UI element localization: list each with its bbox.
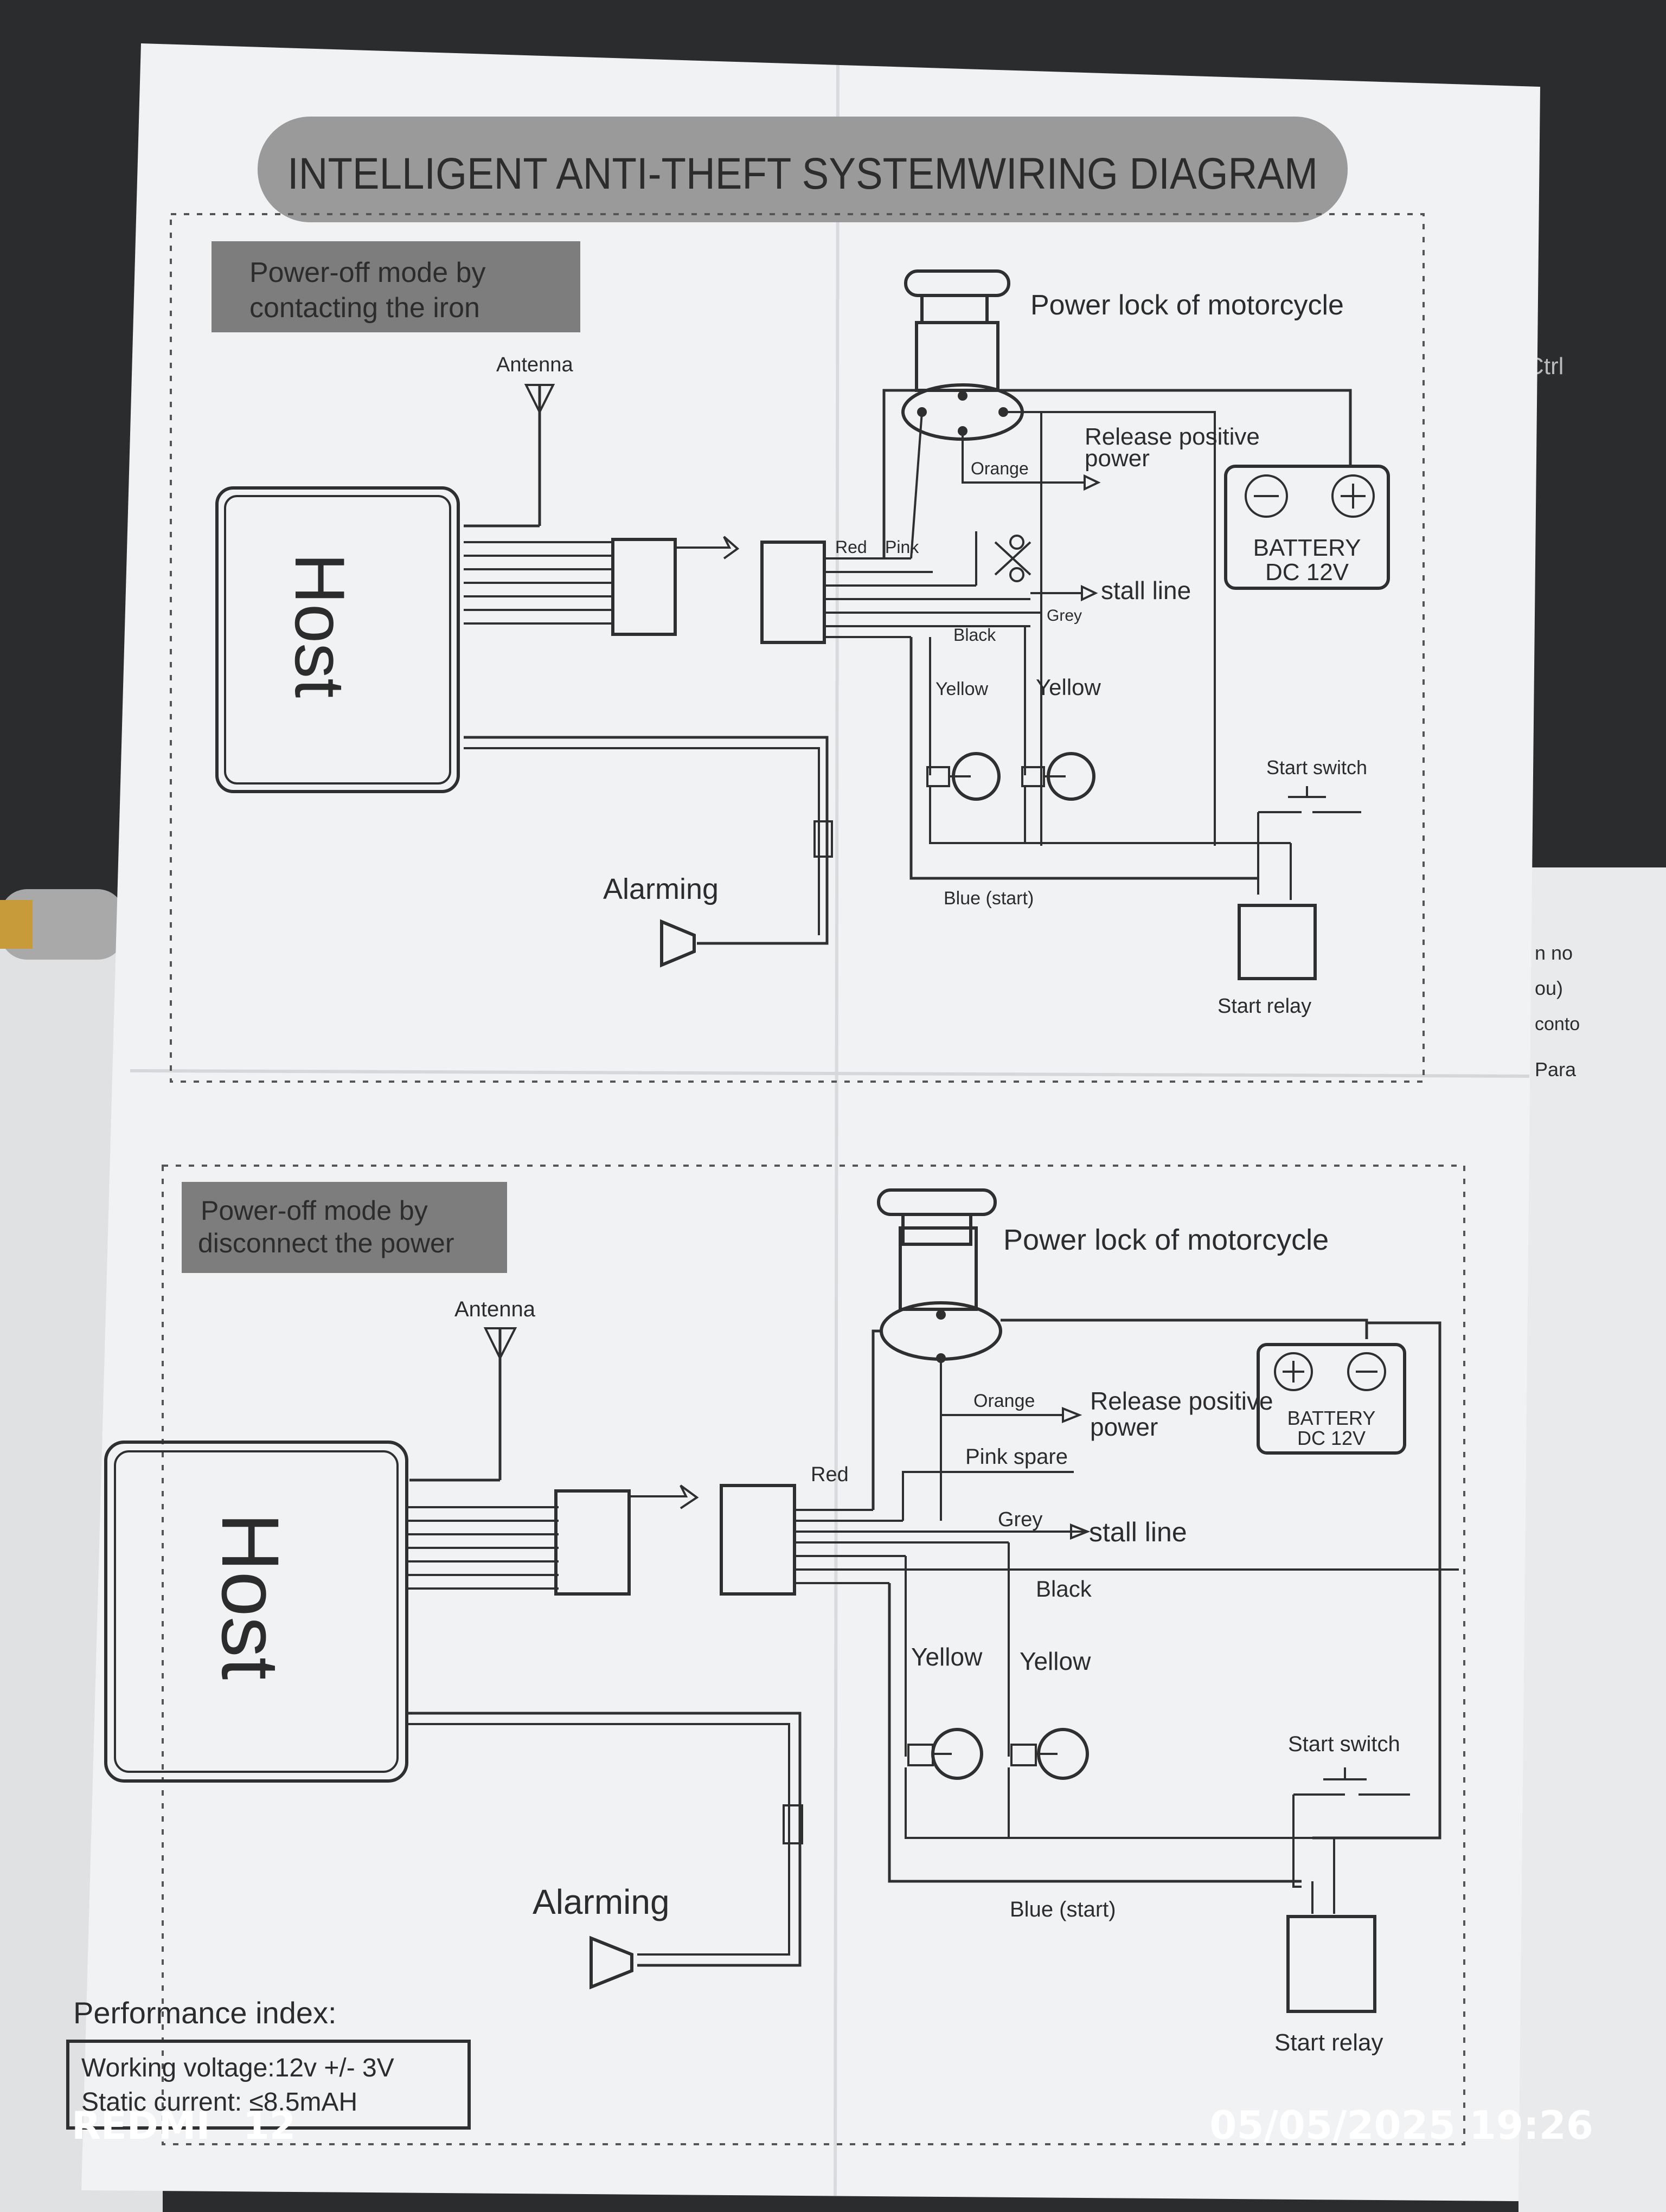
host-box-bottom: Host [104,1441,408,1783]
grey-label-top: Grey [1047,607,1082,625]
performance-title: Performance index: [73,1996,337,2030]
mode-label-box-top [212,241,580,332]
mode-label-bottom-line1: Power-off mode by [201,1195,428,1226]
mode-label-top-line1: Power-off mode by [249,257,485,288]
antenna-icon-bottom [409,1327,517,1482]
host-label-top: Host [280,553,360,698]
performance-current: Static current: ≤8.5mAH [81,2088,357,2117]
title-band: INTELLIGENT ANTI-THEFT SYSTEMWIRING DIAG… [258,117,1348,222]
turn-signal-lamp-right-top [1021,752,1095,801]
orange-label-top: Orange [971,459,1029,478]
release-label-bottom-line1: Release positive [1090,1387,1273,1415]
right-page-text-4: Para [1535,1058,1577,1081]
release-label-top-line2: power [1085,445,1150,472]
right-page-text-3: conto [1535,1014,1580,1034]
turn-signal-lamp-left-bottom [907,1728,983,1780]
start-relay-icon-top [1238,904,1317,980]
pink-spare-label-bottom: Pink spare [965,1445,1068,1469]
underlying-paper [1518,867,1666,2212]
power-lock-label-bottom: Power lock of motorcycle [1003,1224,1329,1256]
stall-line-label-bottom: stall line [1089,1517,1187,1547]
performance-box: Working voltage:12v +/- 3V Static curren… [66,2040,471,2130]
mode-label-top-line2: contacting the iron [249,292,480,324]
mode-label-box-bottom [182,1182,507,1273]
camera-watermark: REDMI 12 05/05/2025 19:26 [72,2102,1593,2148]
grey-label-bottom: Grey [998,1508,1042,1531]
orange-label-bottom: Orange [973,1391,1035,1411]
turn-signal-lamp-left-top [926,752,1001,801]
yellow-left-label-bottom: Yellow [911,1643,983,1671]
camera-timestamp: 05/05/2025 19:26 [1209,2102,1593,2148]
alarm-wire-top [464,736,829,945]
right-page-text-2: ou) [1535,977,1563,999]
red-label-bottom: Red [811,1463,849,1486]
antenna-label-top: Antenna [496,353,573,376]
start-relay-label-top: Start relay [1218,995,1311,1018]
pink-label-top: Pink [885,537,919,557]
battery-label-top-line2: DC 12V [1265,559,1349,586]
stall-line-label-top: stall line [1101,576,1191,605]
yellow-right-label-top: Yellow [1036,674,1101,700]
blue-label-bottom: Blue (start) [1010,1898,1116,1921]
release-label-bottom-line2: power [1090,1413,1158,1441]
fuse-top [813,820,833,858]
start-relay-label-bottom: Start relay [1274,2029,1383,2056]
yellow-right-label-bottom: Yellow [1020,1647,1091,1675]
host-box-top: Host [215,486,460,793]
paper-sheet [81,43,1540,2201]
start-switch-label-bottom: Start switch [1288,1732,1400,1756]
antenna-icon [464,384,555,528]
battery-label-bottom-line2: DC 12V [1297,1427,1366,1449]
antenna-label-bottom: Antenna [454,1297,536,1321]
power-lock-label-top: Power lock of motorcycle [1030,290,1344,321]
alarm-label-top: Alarming [603,873,719,905]
battery-label-bottom-line1: BATTERY [1287,1407,1376,1429]
cut-scissors-icon [994,535,1031,582]
diagram-bottom: Power-off mode by disconnect the power A… [66,1165,1465,2145]
host-label-bottom: Host [205,1513,296,1680]
start-switch-icon-top [1258,786,1361,813]
wire-bundle-top [464,536,1041,644]
start-relay-icon-bottom [1286,1915,1376,2013]
turn-signal-lamp-right-bottom [1010,1728,1089,1780]
battery-icon-top: BATTERY DC 12V [1224,465,1390,590]
battery-label-top-line1: BATTERY [1253,535,1361,561]
performance-voltage: Working voltage:12v +/- 3V [81,2054,394,2082]
right-page-text-1: n no [1535,942,1573,964]
mode-label-bottom-line2: disconnect the power [198,1228,454,1258]
start-switch-label-top: Start switch [1266,756,1367,779]
blue-label-top: Blue (start) [944,888,1034,909]
black-label-top: Black [953,625,996,645]
fuse-bottom [783,1804,803,1844]
red-label-top: Red [835,537,867,557]
camera-brand: REDMI [72,2104,210,2148]
diagram-title: INTELLIGENT ANTI-THEFT SYSTEMWIRING DIAG… [287,149,1318,198]
release-label-top-line1: Release positive [1085,423,1260,450]
battery-icon-bottom: BATTERY DC 12V [1257,1343,1406,1455]
alarm-label-bottom: Alarming [533,1882,670,1921]
camera-model: 12 [243,2104,296,2148]
black-label-bottom: Black [1036,1576,1092,1602]
start-switch-icon-bottom [1293,1767,1410,1796]
speaker-icon-top [660,919,696,968]
speaker-icon-bottom [589,1935,633,1990]
diagram-top: Power-off mode by contacting the iron An… [170,213,1425,1083]
alarm-wire-bottom [407,1712,802,1967]
yellow-left-label-top: Yellow [935,679,988,699]
